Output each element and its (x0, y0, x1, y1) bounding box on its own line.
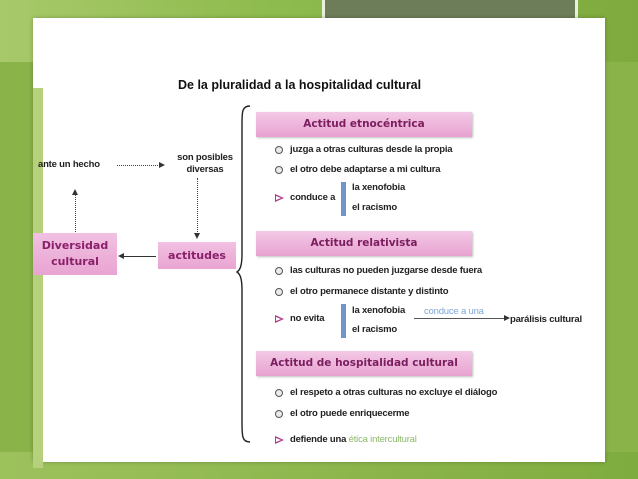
hospitalidad-bullet-1: el respeto a otras culturas no excluye e… (290, 387, 498, 398)
section-etnocentrica-heading: Actitud etnocéntrica (256, 112, 472, 137)
bullet-circle-icon (275, 410, 283, 418)
relativista-bullet-1: las culturas no pueden juzgarse desde fu… (290, 265, 483, 276)
relativista-bullet-2: el otro permanece distante y distinto (290, 286, 449, 297)
curly-brace (236, 105, 251, 443)
blue-bracket-bar (341, 304, 346, 338)
bullet-circle-icon (275, 166, 283, 174)
arrow-head-up (72, 189, 78, 195)
dotted-arrow-down-line (197, 178, 198, 234)
hospitalidad-result-label: defiende una (290, 434, 347, 445)
diversidad-line1: Diversidad (41, 239, 109, 252)
arrow-head-left (118, 253, 124, 259)
etnocentrica-bullet-2: el otro debe adaptarse a mi cultura (290, 164, 441, 175)
actitudes-box: actitudes (158, 242, 236, 269)
dotted-arrow-line (117, 165, 160, 166)
blue-bracket-bar (341, 182, 346, 216)
arrow-head-right (159, 162, 165, 168)
arrow-to-diversidad-line (124, 256, 156, 257)
arrow-head-down (194, 233, 200, 239)
etnocentrica-result-1: la xenofobia (352, 182, 406, 193)
slide-left-strip (33, 88, 43, 468)
relativista-arrow-target: parálisis cultural (510, 314, 582, 325)
relativista-arrow-line (414, 318, 506, 319)
arrow-head-right (504, 315, 510, 321)
triangle-arrow-icon (275, 436, 284, 444)
triangle-arrow-icon (275, 194, 284, 202)
bullet-circle-icon (275, 389, 283, 397)
bullet-circle-icon (275, 267, 283, 275)
diversidad-line2: cultural (51, 255, 99, 268)
relativista-arrow-label: conduce a una (424, 306, 484, 317)
label-ante-un-hecho: ante un hecho (38, 159, 100, 170)
relativista-result-1: la xenofobia (352, 305, 406, 316)
relativista-result-2: el racismo (352, 324, 397, 335)
triangle-arrow-icon (275, 315, 284, 323)
label-son-posibles: son posibles (177, 152, 233, 163)
dotted-arrow-up-line (75, 194, 76, 232)
bullet-circle-icon (275, 288, 283, 296)
section-hospitalidad-heading: Actitud de hospitalidad cultural (256, 351, 472, 376)
diagram-title: De la pluralidad a la hospitalidad cultu… (178, 78, 422, 92)
hospitalidad-bullet-2: el otro puede enriquecerme (290, 408, 410, 419)
relativista-result-label: no evita (290, 313, 325, 324)
etnocentrica-result-2: el racismo (352, 202, 397, 213)
hospitalidad-result-highlight: ética intercultural (348, 434, 417, 445)
etnocentrica-bullet-1: juzga a otras culturas desde la propia (290, 144, 453, 155)
diversidad-cultural-box: Diversidad cultural (33, 233, 117, 275)
label-diversas: diversas (186, 164, 224, 175)
etnocentrica-result-label: conduce a (290, 192, 336, 203)
hospitalidad-result: defiende una ética intercultural (290, 434, 417, 445)
bullet-circle-icon (275, 146, 283, 154)
section-relativista-heading: Actitud relativista (256, 231, 472, 256)
